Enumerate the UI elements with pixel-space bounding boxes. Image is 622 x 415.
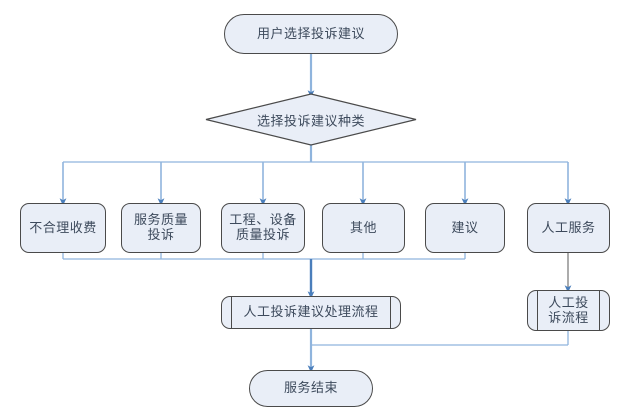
node-option4-label: 其他 — [349, 219, 377, 235]
node-option6-label: 人工服务 — [541, 219, 596, 235]
node-start[interactable]: 用户选择投诉建议 — [224, 14, 398, 54]
edge-decision-to-bus — [63, 145, 568, 163]
node-option6[interactable]: 人工服务 — [527, 203, 610, 253]
node-start-label: 用户选择投诉建议 — [256, 25, 365, 41]
node-option1[interactable]: 不合理收费 — [20, 203, 106, 253]
node-option3[interactable]: 工程、设备 质量投诉 — [221, 203, 305, 253]
node-option4[interactable]: 其他 — [322, 203, 405, 253]
node-option2-label: 服务质量 投诉 — [133, 212, 188, 242]
node-manual-complaint-label: 人工投 诉流程 — [548, 294, 589, 325]
merge-bus-to-manual-flow — [63, 258, 465, 299]
node-option5[interactable]: 建议 — [425, 203, 505, 253]
node-option5-label: 建议 — [451, 219, 479, 235]
node-option1-label: 不合理收费 — [29, 219, 97, 235]
predefined-bar-left — [231, 297, 232, 328]
node-manual-complaint[interactable]: 人工投 诉流程 — [527, 290, 610, 331]
node-manual-flow-label: 人工投诉建议处理流程 — [243, 304, 379, 320]
predefined-bar-right — [599, 291, 600, 330]
node-decision-label: 选择投诉建议种类 — [256, 113, 365, 128]
node-end[interactable]: 服务结束 — [249, 370, 373, 407]
predefined-bar-right — [390, 297, 391, 328]
edge-to-end — [307, 329, 569, 373]
node-option2[interactable]: 服务质量 投诉 — [121, 203, 201, 253]
node-manual-flow[interactable]: 人工投诉建议处理流程 — [221, 296, 401, 329]
decision-shape — [205, 93, 417, 146]
predefined-bar-left — [537, 291, 538, 330]
node-option3-label: 工程、设备 质量投诉 — [229, 212, 297, 242]
node-decision[interactable]: 选择投诉建议种类 — [205, 93, 417, 146]
node-end-label: 服务结束 — [283, 380, 338, 396]
